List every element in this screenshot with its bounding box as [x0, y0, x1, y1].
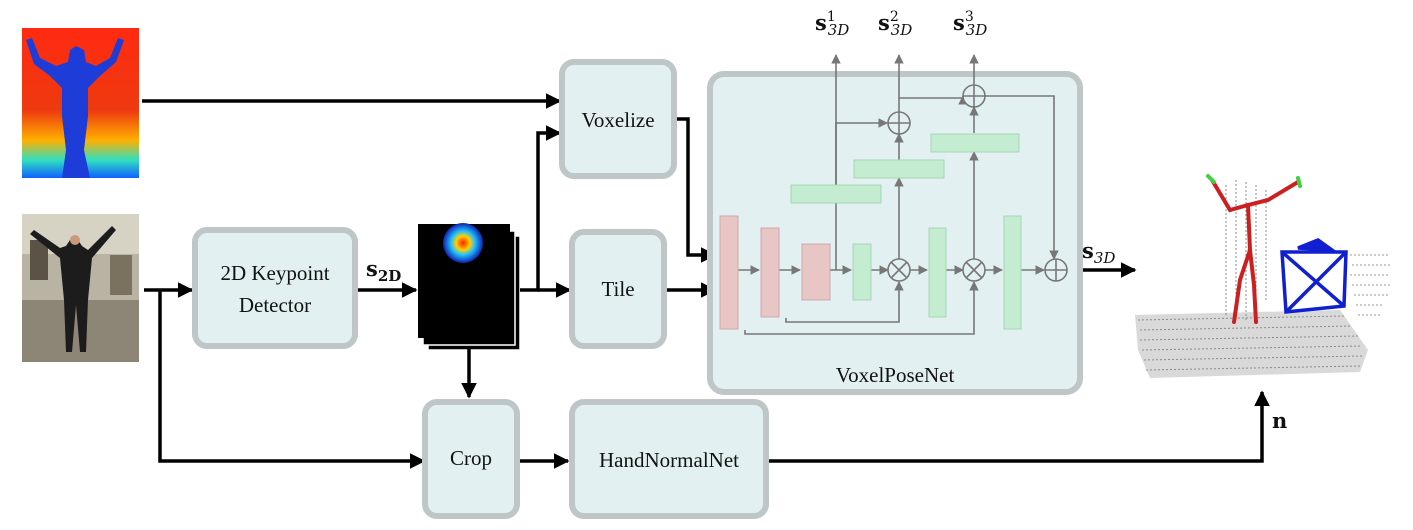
decoder-layer-1 — [852, 243, 872, 301]
encoder-layer-2 — [760, 227, 780, 318]
pointcloud-output — [1135, 174, 1390, 378]
voxelposenet-block: VoxelPoseNet — [707, 54, 1083, 395]
add-operator-final — [1044, 258, 1068, 282]
tile-block: Tile — [569, 229, 667, 349]
n-label: n — [1272, 408, 1287, 433]
depth-image — [22, 28, 139, 178]
s3d-label: s3D — [1082, 238, 1115, 267]
hand-normal-glyph — [1280, 238, 1348, 314]
keypoint-label-line1: 2D Keypoint — [220, 261, 329, 285]
head-bar-3 — [930, 133, 1020, 153]
handnormalnet-label: HandNormalNet — [599, 448, 739, 472]
crop-block: Crop — [422, 399, 520, 519]
keypoint-detector-block: 2D Keypoint Detector — [192, 227, 358, 349]
voxelize-label: Voxelize — [581, 108, 654, 132]
skeleton — [1210, 178, 1300, 324]
tile-label: Tile — [601, 277, 634, 301]
voxelposenet-label: VoxelPoseNet — [836, 363, 955, 387]
heatmap-stack — [418, 223, 521, 351]
voxelize-block: Voxelize — [559, 59, 677, 179]
s2d-label: s2D — [366, 256, 401, 285]
head-bar-1 — [790, 184, 882, 204]
internal-connections — [738, 54, 1059, 335]
encoder-layer-3 — [801, 243, 831, 301]
head-bar-2 — [853, 159, 945, 179]
handnormalnet-block: HandNormalNet — [569, 399, 769, 519]
rgb-image — [22, 214, 139, 362]
main-flow-arrows — [142, 93, 1270, 469]
decoder-layer-3 — [1003, 215, 1022, 330]
add-operator-2 — [962, 84, 986, 108]
multiply-operator-1 — [887, 258, 911, 282]
add-operator-1 — [887, 111, 911, 135]
decoder-layer-2 — [928, 227, 947, 318]
multiply-operator-2 — [962, 258, 986, 282]
keypoint-label-line2: Detector — [239, 293, 311, 317]
encoder-layer-1 — [719, 215, 739, 330]
crop-label: Crop — [450, 446, 492, 470]
